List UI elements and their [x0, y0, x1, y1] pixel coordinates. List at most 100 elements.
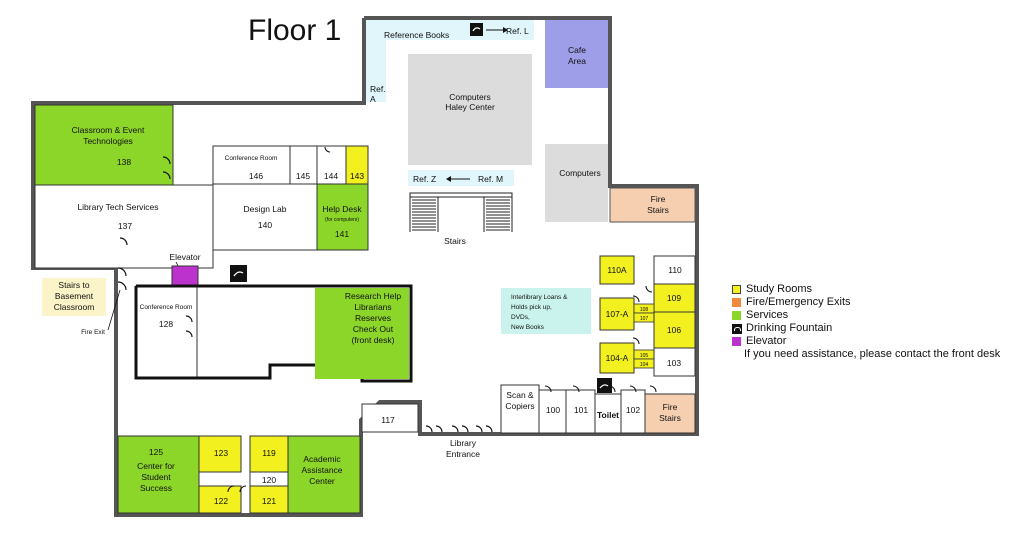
room-117-number: 117 [381, 415, 395, 425]
room-120: 120 [249, 471, 289, 487]
room-107a: 107-A 108 107 [599, 297, 655, 331]
room-110: 110 [653, 255, 696, 285]
stairs-basement-2: Basement [55, 291, 94, 301]
room-104a-number: 104-A [606, 353, 629, 363]
room-146-name: Conference Room [225, 155, 278, 162]
fire-stairs-bottom: Fire Stairs [644, 393, 696, 434]
room-100: 100 [538, 389, 567, 434]
room-102: 102 [620, 389, 646, 434]
room-103-number: 103 [667, 358, 681, 368]
room-146-number: 146 [249, 171, 263, 181]
room-140-name: Design Lab [243, 204, 286, 214]
room-122-number: 122 [214, 496, 228, 506]
computers-haley-label-2: Haley Center [445, 102, 495, 112]
research-help-1: Research Help [345, 291, 401, 301]
ref-a-label-2: A [370, 94, 376, 104]
room-105-number: 105 [640, 353, 649, 359]
room-125-1: 125 [149, 447, 163, 457]
help-desk-name: Help Desk [322, 204, 362, 214]
room-125-2: Center for [137, 461, 175, 471]
room-128-name: Conference Room [140, 304, 193, 311]
fire-stairs-bottom-2: Stairs [659, 413, 681, 423]
room-scan: Scan & Copiers [500, 384, 540, 434]
map-title: Floor 1 [248, 14, 341, 47]
room-104a: 104-A 105 104 [599, 342, 655, 374]
room-144: 144 [316, 145, 347, 185]
room-122: 122 [198, 485, 242, 514]
stairs-label: Stairs [444, 236, 466, 246]
help-desk-number: 141 [335, 229, 349, 239]
ref-z-label: Ref. Z [413, 174, 436, 184]
room-137-name: Library Tech Services [77, 202, 158, 212]
room-137-number: 137 [118, 221, 132, 231]
room-107-number: 107 [640, 316, 649, 322]
computers-haley-label-1: Computers [449, 92, 491, 102]
room-121: 121 [249, 485, 289, 514]
legend-fire: Fire/Emergency Exits [732, 296, 1000, 309]
room-143: 143 [345, 145, 369, 185]
room-120-number: 120 [262, 475, 276, 485]
room-103: 103 [653, 347, 696, 377]
computers-right-label: Computers [559, 168, 601, 178]
room-119-number: 119 [262, 448, 276, 458]
room-141: Help Desk (for computers) 141 [316, 183, 369, 251]
room-138: Classroom & Event Technologies 138 [34, 104, 174, 186]
cafe-area: Cafe Area [545, 20, 608, 88]
legend: Study Rooms Fire/Emergency Exits Service… [732, 283, 1000, 361]
interlibrary-2: Holds pick up, [511, 304, 552, 311]
room-109: 109 [653, 283, 696, 313]
room-138-name-2: Technologies [83, 136, 133, 146]
ref-m-label: Ref. M [478, 174, 503, 184]
help-desk-sub: (for computers) [325, 217, 359, 223]
room-110-number: 110 [668, 265, 682, 275]
elevator-area: Elevator Stairs to Basement Classroom Fi… [42, 252, 247, 336]
drinking-fountain-icon [470, 23, 483, 36]
room-145-number: 145 [296, 171, 310, 181]
room-104-number: 104 [640, 362, 649, 368]
research-help-3: Reserves [355, 313, 391, 323]
entrance-label-1: Library [450, 438, 477, 448]
elevator [171, 265, 199, 287]
interlibrary-box: Interlibrary Loans & Holds pick up, DVDs… [501, 288, 591, 334]
room-128-number: 128 [159, 319, 173, 329]
computers-right: Computers [545, 144, 608, 222]
room-117: 117 [361, 403, 419, 433]
room-101-number: 101 [574, 405, 588, 415]
scan-1: Scan & [506, 390, 534, 400]
legend-elevator: Elevator [732, 335, 1000, 348]
room-140: Design Lab 140 [212, 183, 318, 251]
room-138-number: 138 [117, 157, 131, 167]
room-145: 145 [289, 145, 318, 185]
room-125-3: Student [141, 472, 171, 482]
drinking-fountain-icon [732, 323, 742, 334]
legend-services: Services [732, 309, 1000, 322]
fire-stairs-top-label-2: Stairs [647, 205, 669, 215]
reference-area: Reference Books Ref. L Ref. A [366, 20, 534, 104]
room-138-name-1: Classroom & Event [72, 125, 145, 135]
elevator-label: Elevator [169, 252, 200, 262]
ref-l-label: Ref. L [506, 26, 529, 36]
legend-note: If you need assistance, please contact t… [744, 348, 1001, 360]
scan-2: Copiers [505, 401, 534, 411]
ref-a-label-1: Ref. [370, 84, 386, 94]
legend-fountain: Drinking Fountain [732, 322, 1000, 335]
legend-elevator-swatch [732, 337, 741, 346]
legend-services-swatch [732, 311, 741, 320]
room-108-number: 108 [640, 307, 649, 313]
stairs-center: Ref. Z Ref. M Stairs [408, 170, 514, 246]
room-121-number: 121 [262, 496, 276, 506]
drinking-fountain-icon [230, 265, 247, 282]
stairs-basement-1: Stairs to [58, 280, 89, 290]
legend-elevator-label: Elevator [746, 335, 787, 347]
room-toilet: Toilet [594, 393, 622, 434]
legend-fire-label: Fire/Emergency Exits [746, 296, 851, 308]
room-140-number: 140 [258, 220, 272, 230]
interlibrary-3: DVDs, [511, 314, 530, 321]
fire-stairs-top-label-1: Fire [651, 194, 666, 204]
cafe-label-1: Cafe [568, 45, 586, 55]
room-107a-number: 107-A [606, 309, 629, 319]
room-100-number: 100 [546, 405, 560, 415]
reference-books-label: Reference Books [384, 30, 449, 40]
toilet-label: Toilet [597, 410, 619, 420]
